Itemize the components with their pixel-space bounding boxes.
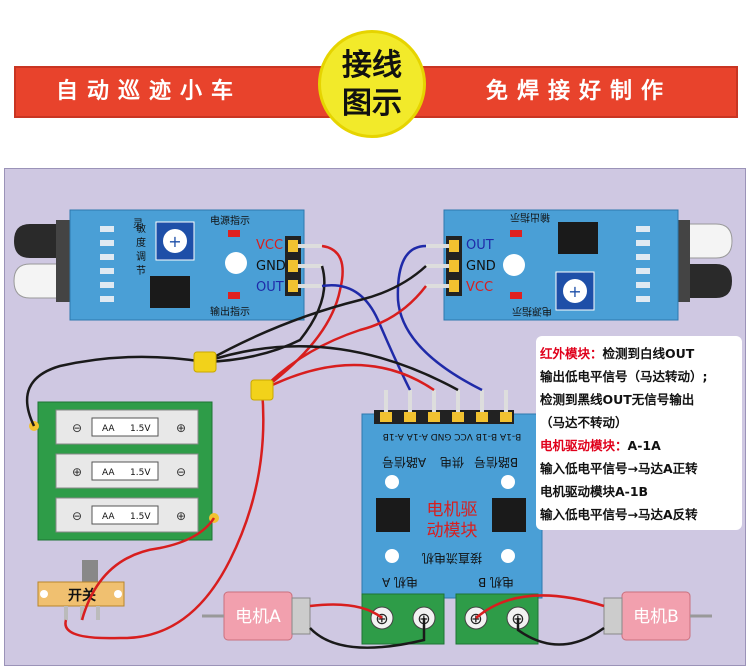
wire-motor-b-black	[516, 618, 605, 646]
driver-center-line2: 动模块	[427, 521, 478, 541]
ir-right-power-led-label: 电源指示	[512, 305, 552, 318]
svg-text:⊕: ⊕	[176, 421, 186, 435]
badge-line2: 图示	[342, 86, 402, 121]
junction-gnd	[193, 351, 217, 373]
wire-motor-a-black	[309, 618, 426, 649]
sens-1: 灵	[131, 218, 143, 229]
power-switch: 开关	[37, 560, 125, 620]
svg-text:⊕: ⊕	[176, 509, 186, 523]
sens-5: 节	[136, 265, 146, 277]
wire-motor-b-red	[475, 594, 605, 619]
note-line-3: 检测到黑线OUT无信号输出	[540, 392, 695, 407]
note-line-4: （马达不转动）	[540, 415, 628, 430]
note-ir-title: 红外模块：	[540, 346, 603, 361]
wire-right-vcc	[261, 285, 427, 391]
comparator-chip	[150, 276, 190, 308]
title-badge: 接线 图示	[318, 30, 426, 138]
note-driver-title: 电机驱动模块：	[540, 438, 628, 453]
left-title: 自动巡迹小车	[56, 79, 243, 104]
badge-line1: 接线	[342, 48, 402, 83]
note-line-1: 检测到白线OUT	[602, 346, 695, 361]
svg-text:⊕: ⊕	[375, 609, 388, 628]
pot-screw-icon-r: +	[568, 282, 581, 301]
mount-hole	[225, 252, 247, 274]
cell-3-voltage: 1.5V	[130, 512, 151, 522]
cell-1-voltage: 1.5V	[130, 424, 151, 434]
pin-gnd-label-r: GND	[466, 259, 496, 274]
junction-vcc	[250, 379, 274, 401]
wire-right-out	[396, 244, 483, 392]
switch-lever	[82, 560, 98, 586]
motor-driver-board: B-1A B-1B VCC GND A-1A A-1B B路信号 供电 A路信号…	[361, 390, 543, 645]
ir-sensor-left: 灵 敏 度 调 节 + 电源指示 输出指示 VCC GND OUT	[13, 209, 322, 321]
output-led	[228, 292, 240, 299]
note-line-7: 电机驱动模块A-1B	[540, 484, 649, 499]
note-line-8: 输入低电平信号→马达A反转	[540, 507, 698, 522]
right-title: 免焊接好制作	[486, 79, 673, 104]
cell-3-type: AA	[102, 512, 115, 522]
wire-right-gnd	[204, 265, 427, 364]
pin-vcc-label-r: VCC	[466, 280, 493, 295]
svg-text:⊕: ⊕	[72, 465, 82, 479]
driver-motor-a: 电机 A	[381, 575, 418, 589]
cell-2-type: AA	[102, 468, 115, 478]
svg-text:⊕: ⊕	[469, 609, 482, 628]
ir-right-output-led-label: 输出指示	[510, 211, 550, 224]
svg-text:⊖: ⊖	[72, 509, 82, 523]
ir-holder	[56, 220, 72, 302]
driver-pin-labels: B-1A B-1B VCC GND A-1A A-1B	[383, 431, 522, 441]
driver-chip-b	[492, 498, 526, 532]
driver-motor-b: 电机 B	[478, 575, 514, 589]
pin-vcc-label: VCC	[256, 238, 283, 253]
sens-2: 敏	[136, 222, 146, 235]
sens-3: 度	[136, 236, 146, 249]
power-led	[228, 230, 240, 237]
svg-text:⊖: ⊖	[72, 421, 82, 435]
note-line-2: 输出低电平信号（马达转动）;	[540, 369, 708, 384]
wire-left-out	[321, 283, 412, 391]
pin-gnd-label: GND	[256, 259, 286, 274]
note-line-6: 输入低电平信号→马达A正转	[540, 461, 698, 476]
ir-left-output-led-label: 输出指示	[210, 305, 250, 318]
note-line-5: A-1A	[627, 438, 661, 453]
pin-out-label-r: OUT	[466, 238, 494, 253]
svg-text:⊖: ⊖	[176, 465, 186, 479]
wire-battery-neg	[25, 355, 206, 427]
ir-left-power-led-label: 电源指示	[210, 214, 250, 227]
driver-dc-motor: 接直流电机	[422, 551, 482, 566]
driver-center-line1: 电机驱	[427, 500, 478, 520]
driver-signal-a: A路信号	[382, 455, 426, 470]
pin-out-label: OUT	[256, 280, 284, 295]
ir-sensor-right: 输出指示 + 电源指示 OUT GND VCC	[426, 209, 733, 321]
battery-box: ⊖ ⊕ ⊕ ⊖ ⊖ ⊕ AA 1.5V AA 1.5V AA 1.5V	[29, 401, 219, 541]
notes-box: 红外模块：检测到白线OUT 输出低电平信号（马达转动）; 检测到黑线OUT无信号…	[536, 336, 742, 530]
driver-chip-a	[376, 498, 410, 532]
driver-signal-b: B路信号	[474, 455, 518, 470]
wire-switch-in	[64, 389, 265, 640]
motor-b: 电机B	[603, 591, 712, 641]
switch-body	[37, 581, 125, 607]
wires	[25, 244, 605, 649]
cell-1-type: AA	[102, 424, 115, 434]
wire-battery-pos	[80, 517, 216, 621]
motor-a-label: 电机A	[235, 607, 281, 627]
driver-power: 供电	[440, 455, 464, 469]
wire-motor-a-red	[309, 603, 383, 619]
cell-2-voltage: 1.5V	[130, 468, 151, 478]
sens-4: 调	[136, 251, 146, 263]
wire-gnd-driver	[204, 345, 459, 392]
driver-header-pins	[380, 390, 512, 422]
pot-screw-icon: +	[168, 232, 181, 251]
motor-b-label: 电机B	[633, 607, 679, 627]
wire-vcc-driver	[261, 363, 435, 392]
motor-a: 电机A	[202, 591, 311, 641]
